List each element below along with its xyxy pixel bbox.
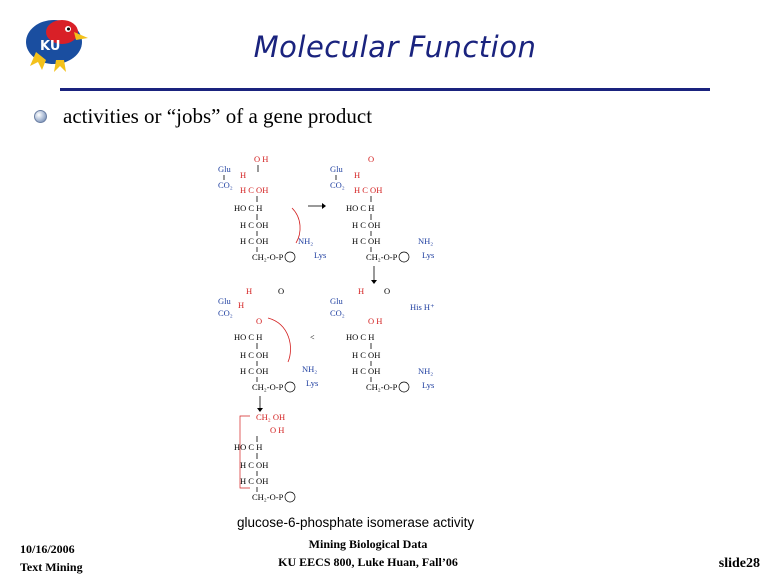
bullet-icon [34,110,47,123]
svg-text:HO C H: HO C H [346,203,374,213]
svg-text:H: H [354,170,360,180]
svg-text:H C OH: H C OH [240,460,268,470]
svg-text:H C OH: H C OH [240,185,268,195]
svg-text:HO C H: HO C H [234,332,262,342]
svg-text:H C OH: H C OH [354,185,382,195]
svg-text:H C OH: H C OH [240,350,268,360]
bullet-text: activities or “jobs” of a gene product [63,104,373,128]
svg-text:HO C H: HO C H [234,442,262,452]
footer-left: 10/16/2006 Text Mining [20,540,83,576]
svg-text:Glu: Glu [218,296,232,306]
svg-text:CH₂-O-P: CH₂-O-P [366,382,398,392]
svg-text:CH₂-O-P: CH₂-O-P [252,252,284,262]
svg-text:H: H [246,286,252,296]
footer-course-info: KU EECS 800, Luke Huan, Fall’06 [278,555,458,569]
svg-text:O: O [278,286,284,296]
svg-text:H C OH: H C OH [352,350,380,360]
svg-text:KU: KU [40,39,60,54]
svg-text:CO₂: CO₂ [218,180,233,190]
svg-text:H C OH: H C OH [240,236,268,246]
svg-text:O H: O H [254,154,268,164]
svg-text:O: O [256,316,262,326]
svg-text:Glu: Glu [218,164,232,174]
svg-text:CH₂ OH: CH₂ OH [256,412,285,422]
svg-text:CO₂: CO₂ [330,180,345,190]
svg-text:CH₂-O-P: CH₂-O-P [366,252,398,262]
footer-course-title: Mining Biological Data [308,537,428,551]
bullet-item: activities or “jobs” of a gene product [34,104,372,129]
svg-text:His H⁺: His H⁺ [410,302,435,312]
mechanism-step-4: H O Glu CO₂ H O HO C H H C OH H C OH CH₂… [218,286,318,393]
svg-text:Glu: Glu [330,296,344,306]
svg-text:H: H [358,286,364,296]
isomerase-mechanism-diagram: Glu CO₂ O H H H C OH HO C H H C OH H C O… [218,154,435,503]
fructose-6-phosphate-product: CH₂ OH O H HO C H H C OH H C OH CH₂-O-P [234,412,296,503]
svg-text:Lys: Lys [314,250,326,260]
svg-text:CH₂-O-P: CH₂-O-P [252,492,284,502]
svg-text:H C OH: H C OH [240,366,268,376]
svg-text:NH₂: NH₂ [302,364,317,374]
svg-text:H C OH: H C OH [240,220,268,230]
svg-text:HO C H: HO C H [234,203,262,213]
svg-text:Lys: Lys [306,378,318,388]
footer-course-short: Text Mining [20,560,83,574]
mechanism-step-2: Glu CO₂ O H H C OH HO C H H C OH H C OH … [330,154,434,263]
svg-text:Lys: Lys [422,380,434,390]
svg-text:CO₂: CO₂ [218,308,233,318]
svg-text:O H: O H [368,316,382,326]
slide-number: slide28 [718,556,760,571]
svg-text:NH₂: NH₂ [418,236,433,246]
mechanism-step-3: H O Glu CO₂ His H⁺ O H HO C H H C OH H C… [330,286,435,393]
slide-title: Molecular Function [253,30,537,64]
svg-text:H C OH: H C OH [352,236,380,246]
svg-text:H C OH: H C OH [240,476,268,486]
footer-center: Mining Biological Data KU EECS 800, Luke… [228,535,508,571]
svg-text:O H: O H [270,425,284,435]
figure-caption: glucose-6-phosphate isomerase activity [237,515,475,530]
svg-text:H: H [238,300,244,310]
svg-text:Glu: Glu [330,164,344,174]
svg-text:O: O [368,154,374,164]
footer-date: 10/16/2006 [20,542,75,556]
svg-text:<: < [310,333,315,342]
svg-text:CO₂: CO₂ [330,308,345,318]
svg-text:NH₂: NH₂ [418,366,433,376]
title-divider [60,88,710,91]
svg-text:Lys: Lys [422,250,434,260]
svg-text:O: O [384,286,390,296]
svg-text:CH₂-O-P: CH₂-O-P [252,382,284,392]
svg-text:NH₂: NH₂ [298,236,313,246]
mechanism-step-1: Glu CO₂ O H H H C OH HO C H H C OH H C O… [218,154,326,263]
svg-text:H C OH: H C OH [352,366,380,376]
ku-jayhawk-logo: KU [26,20,88,72]
svg-text:H: H [240,170,246,180]
svg-text:H C OH: H C OH [352,220,380,230]
svg-text:HO C H: HO C H [346,332,374,342]
